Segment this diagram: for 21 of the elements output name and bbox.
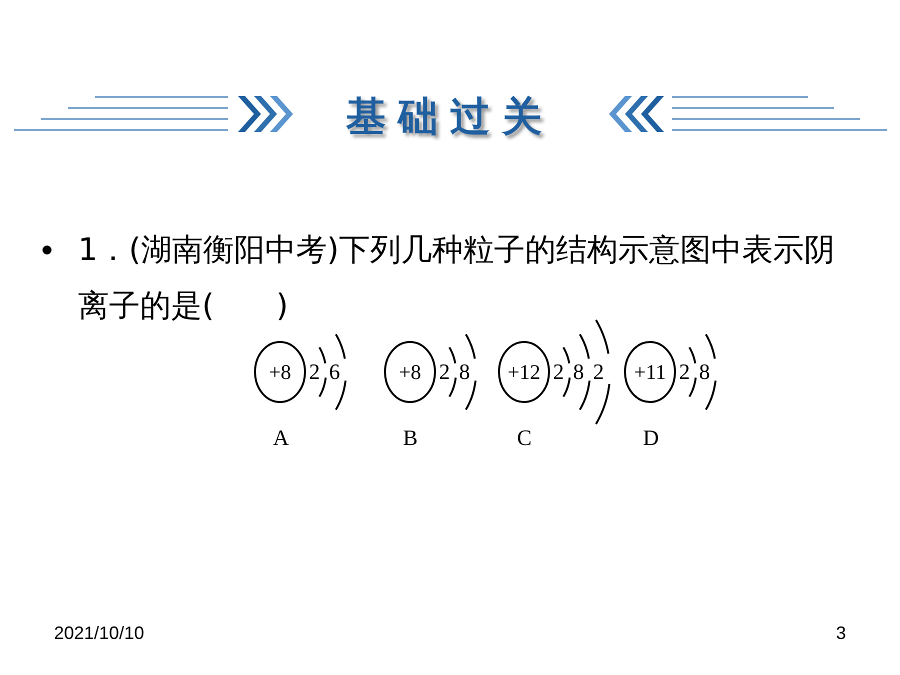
electron-count: 2: [553, 359, 564, 385]
option-letter: A: [273, 425, 289, 451]
electron-count: 8: [699, 359, 710, 385]
electron-count: 2: [593, 359, 604, 385]
nucleus-label: +12: [498, 343, 550, 401]
option-letter: B: [403, 425, 418, 451]
nucleus-label: +8: [384, 343, 436, 401]
electron-count: 2: [309, 359, 320, 385]
nucleus-label: +11: [624, 343, 676, 401]
question-text: 1．(湖南衡阳中考)下列几种粒子的结构示意图中表示阴离子的是( ): [78, 231, 836, 326]
electron-count: 8: [459, 359, 470, 385]
date-text: 2021/10/10: [54, 622, 144, 644]
page-number: 3: [836, 622, 846, 644]
electron-count: 8: [573, 359, 584, 385]
section-heading: 基础过关: [345, 92, 555, 142]
electron-count: 6: [329, 359, 340, 385]
electron-count: 2: [439, 359, 450, 385]
option-letter: C: [517, 425, 532, 451]
option-letter: D: [643, 425, 659, 451]
nucleus-label: +8: [254, 343, 306, 401]
electron-count: 2: [679, 359, 690, 385]
